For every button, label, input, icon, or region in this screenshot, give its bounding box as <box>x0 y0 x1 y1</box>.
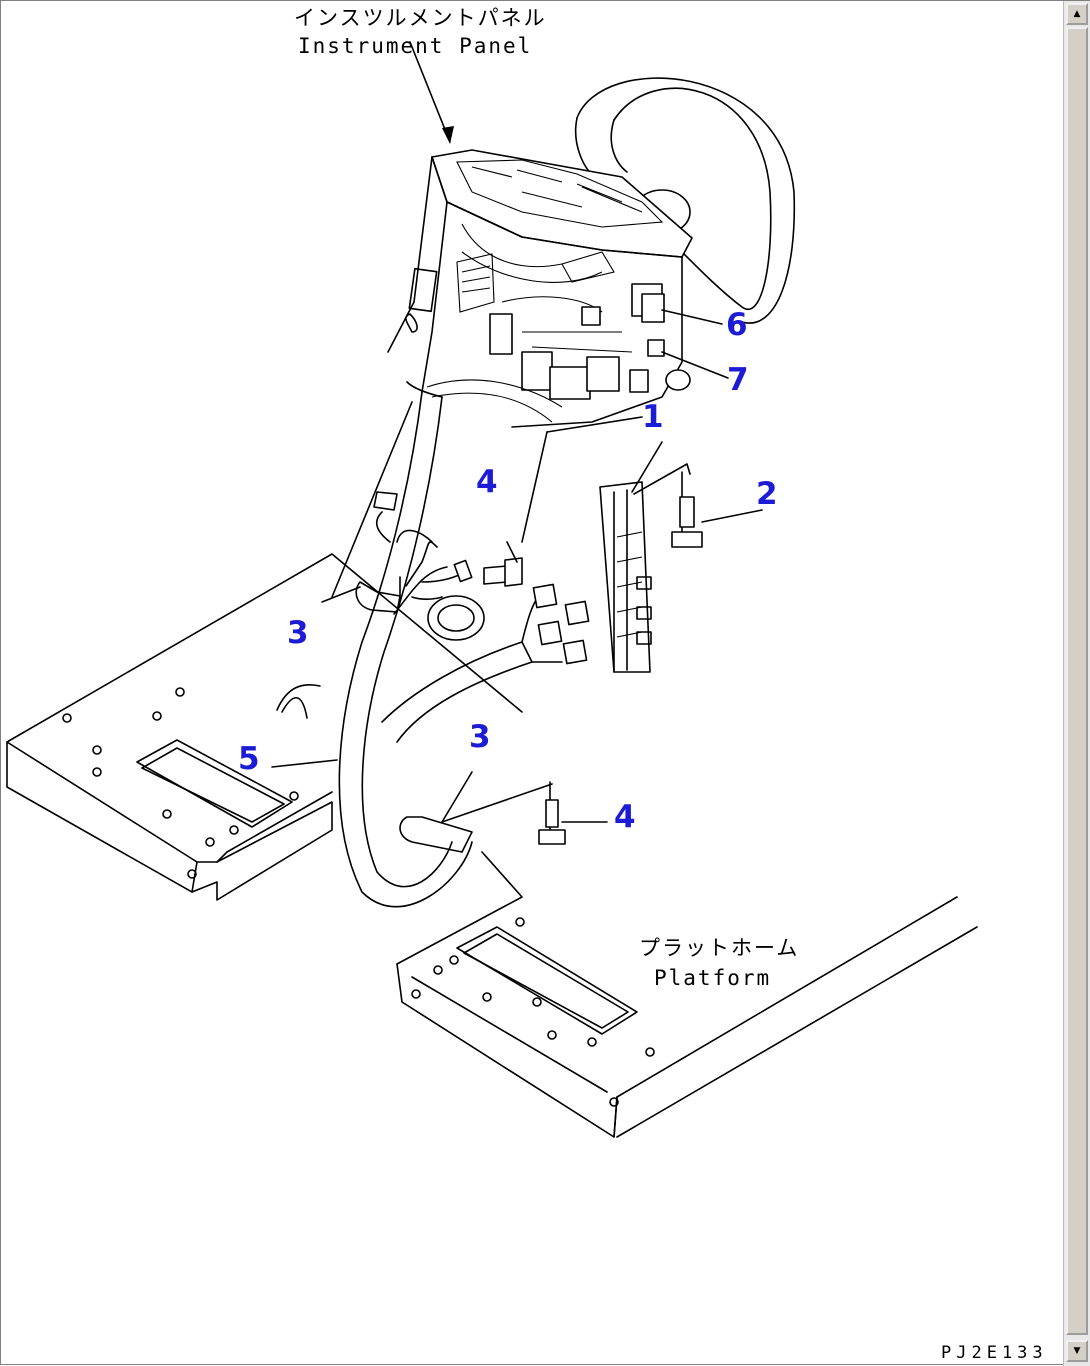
scrollbar-thumb[interactable] <box>1066 27 1088 1335</box>
scroll-up-button[interactable]: ▲ <box>1066 3 1088 25</box>
callout-3-lower: 3 <box>469 719 491 755</box>
instrument-panel-label-jp: インスツルメントパネル <box>294 6 547 30</box>
platform-label-en: Platform <box>654 966 772 990</box>
vertical-scrollbar[interactable]: ▲ ▼ <box>1063 1 1090 1366</box>
triangle-up-icon: ▲ <box>1073 9 1081 19</box>
drawing-code: PJ2E133 <box>941 1343 1048 1363</box>
left-platform-plate <box>6 553 523 901</box>
callout-2: 2 <box>756 476 778 512</box>
parts-diagram: インスツルメントパネル Instrument Panel プラットホーム Pla… <box>2 2 1062 1342</box>
bracket <box>599 481 652 673</box>
leader-lines <box>271 41 763 823</box>
callout-7: 7 <box>727 362 749 398</box>
instrument-panel-console <box>387 149 693 428</box>
callout-6: 6 <box>726 307 748 343</box>
right-platform-plate <box>396 851 978 1138</box>
triangle-down-icon: ▼ <box>1073 1346 1081 1356</box>
diagram-drawing <box>6 41 978 1138</box>
wiring-harness <box>338 381 590 908</box>
callout-5: 5 <box>238 741 260 777</box>
instrument-panel-label-en: Instrument Panel <box>298 34 533 58</box>
steering-wheel <box>575 77 796 324</box>
callout-4-lower: 4 <box>614 799 636 835</box>
callout-3-upper: 3 <box>287 615 309 651</box>
callout-4-upper: 4 <box>476 464 498 500</box>
bolts <box>483 471 703 845</box>
platform-label-jp: プラットホーム <box>639 936 800 960</box>
scroll-down-button[interactable]: ▼ <box>1066 1340 1088 1362</box>
callout-1: 1 <box>642 399 664 435</box>
